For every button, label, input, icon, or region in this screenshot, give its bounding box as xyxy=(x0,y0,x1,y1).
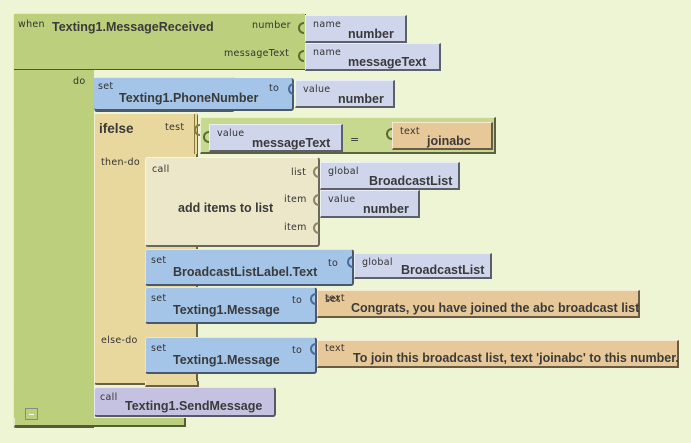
socket-icon xyxy=(298,22,304,34)
param-label-number: number xyxy=(252,20,291,31)
socket-icon xyxy=(310,343,316,355)
socket-icon xyxy=(347,256,353,268)
do-label: do xyxy=(73,76,86,87)
text-congrats-block[interactable]: set xyxy=(317,290,640,318)
call-sendmessage-block[interactable]: call Texting1.SendMessage xyxy=(94,387,276,417)
set-message-else-block[interactable]: set Texting1.Message to xyxy=(145,337,317,374)
value-messagetext-block[interactable]: value messageText xyxy=(209,124,343,152)
event-name: Texting1.MessageReceived xyxy=(52,20,214,34)
socket-icon xyxy=(386,128,392,140)
socket-icon xyxy=(313,194,319,206)
else-do-label: else-do xyxy=(101,335,138,346)
equals-operator[interactable]: = xyxy=(350,133,360,146)
text-tojoin-value: To join this broadcast list, text 'joina… xyxy=(353,351,679,365)
empty-socket-icon[interactable] xyxy=(313,222,319,234)
then-do-label: then-do xyxy=(101,157,140,168)
event-footer xyxy=(14,418,186,427)
socket-icon xyxy=(203,131,209,143)
socket-icon xyxy=(313,166,319,178)
event-left-rail xyxy=(14,70,94,426)
ifelse-keyword: ifelse xyxy=(99,121,134,136)
event-header-right xyxy=(14,14,306,70)
text-keyword: text xyxy=(325,293,345,304)
test-label: test xyxy=(165,122,185,133)
socket-icon xyxy=(288,83,294,95)
set-broadcastlistlabel-block[interactable]: set BroadcastListLabel.Text to xyxy=(145,249,354,286)
value-number-block[interactable]: value number xyxy=(295,80,395,108)
global-broadcastlist-value-block[interactable]: global BroadcastList xyxy=(354,253,492,279)
text-tojoin-block[interactable] xyxy=(317,340,679,368)
socket-icon xyxy=(298,50,304,62)
ifelse-header-edge xyxy=(95,114,195,154)
text-joinabc-block[interactable]: text joinabc xyxy=(392,122,493,150)
when-keyword: when xyxy=(18,19,45,30)
add-items-to-list-block[interactable]: call add items to list list item item xyxy=(145,157,320,247)
ifelse-footer xyxy=(145,381,199,387)
param-name-messagetext[interactable]: name messageText xyxy=(305,43,441,71)
value-number-item-block[interactable]: value number xyxy=(320,190,420,218)
socket-icon xyxy=(310,293,316,305)
param-label-messagetext: messageText xyxy=(224,48,290,59)
socket-icon xyxy=(194,124,200,136)
text-congrats-value: Congrats, you have joined the abc broadc… xyxy=(351,301,640,315)
global-broadcastlist-block[interactable]: global BroadcastList xyxy=(320,162,460,190)
set-phonenumber-body: set Texting1.PhoneNumber to xyxy=(94,78,294,111)
collapse-minus-icon[interactable] xyxy=(25,408,38,420)
text-keyword: text xyxy=(325,343,345,354)
param-name-number[interactable]: name number xyxy=(305,15,407,43)
set-message-then-block[interactable]: set Texting1.Message to xyxy=(145,287,317,324)
